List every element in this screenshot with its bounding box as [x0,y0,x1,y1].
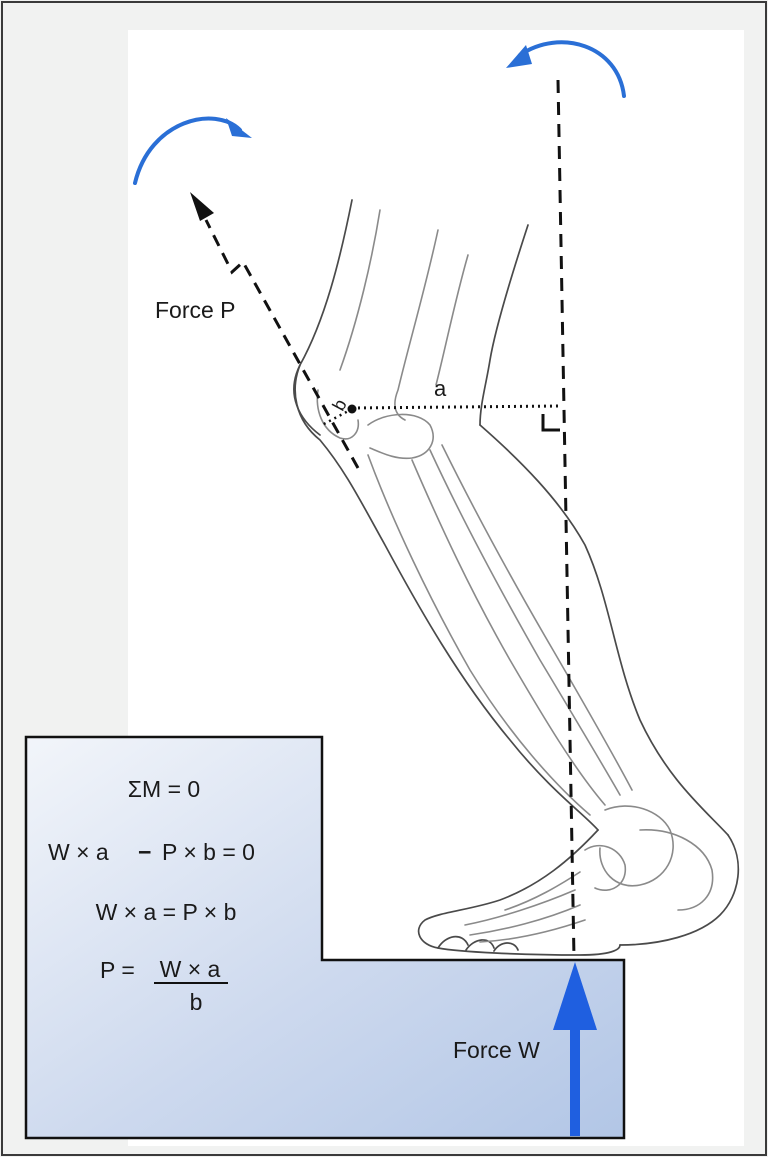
equation-4-denominator: b [190,989,203,1015]
rotation-left-arrowhead [226,118,252,138]
foot-outline [417,829,621,956]
equation-2-w-term: W × a [48,839,109,865]
equation-4-lhs: P = [100,957,135,983]
equation-3: W × a = P × b [96,899,237,925]
tibia-back [411,459,606,806]
moment-arm-a-label: a [434,376,447,401]
rotation-right-arrowhead [506,45,532,68]
leg-illustration [293,199,740,956]
equation-panel [24,735,626,1140]
shin-front-outline [294,364,599,831]
toe-3 [493,942,519,952]
calcaneus-bone [639,829,714,911]
tibia-front [367,454,591,816]
equation-2-minus: − [138,839,151,865]
equation-4-numerator: W × a [160,956,221,982]
femur-back [435,254,469,386]
equation-2-p-term: P × b = 0 [162,839,255,865]
force-p-arrowhead [190,192,214,221]
thigh-back-outline [479,224,529,426]
force-w-arrowhead [553,962,597,1030]
heel-outline [619,834,740,946]
toe-1 [437,935,469,949]
navicular-bone [584,844,626,891]
femur-front [394,229,439,421]
right-angle-marker-icon [541,414,560,432]
force-p-label: Force P [155,297,236,323]
equation-sum-moments: ΣM = 0 [128,776,200,802]
force-p-line [204,219,360,469]
curved-arrow-counterclockwise-icon [518,40,626,98]
force-w-arrow-shaft [570,1022,580,1136]
fibula-front [429,449,621,796]
metatarsal-1 [464,889,576,926]
patella-outline [316,389,360,440]
force-w-label: Force W [453,1037,540,1063]
fibula-back [441,444,633,791]
metatarsal-2 [469,904,581,936]
thigh-front-outline [293,199,353,436]
weight-line-of-action [556,79,576,959]
talus-bone [599,805,674,887]
calf-outline [479,424,729,836]
thigh-muscle-line [339,209,381,371]
tibia-head [367,413,434,460]
toe-2 [465,939,495,951]
